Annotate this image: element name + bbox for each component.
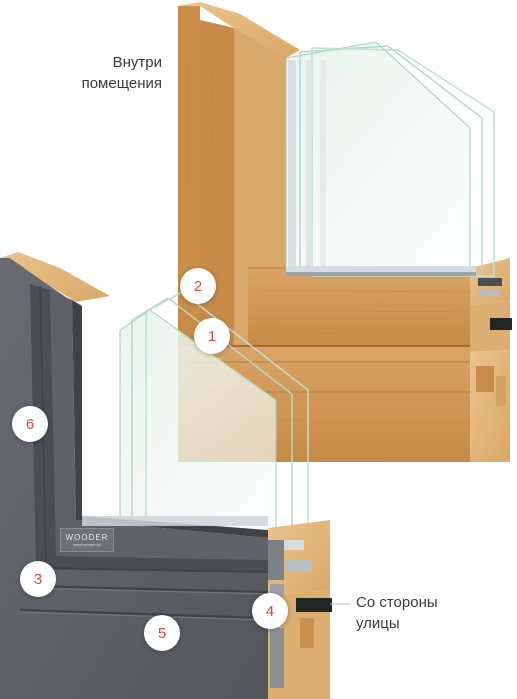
interior-wood-frame <box>178 2 471 462</box>
marker-1-number: 1 <box>207 327 217 345</box>
brand-url: www.wooder.by <box>73 541 101 547</box>
marker-2-number: 2 <box>193 277 203 295</box>
marker-6-number: 6 <box>25 415 35 433</box>
marker-4-number: 4 <box>265 602 275 620</box>
marker-3-number: 3 <box>33 570 43 588</box>
interior-glazing <box>285 41 495 277</box>
inside-room-label: Внутри помещения <box>72 52 162 94</box>
inside-room-label-line1: Внутри <box>112 54 162 71</box>
marker-1[interactable]: 1 <box>194 318 230 354</box>
interior-profile-section <box>470 258 512 462</box>
street-side-label-line2: улицы <box>356 615 400 632</box>
street-side-label-line1: Со стороны <box>356 594 438 611</box>
marker-5[interactable]: 5 <box>144 615 180 651</box>
marker-2[interactable]: 2 <box>180 268 216 304</box>
marker-6[interactable]: 6 <box>12 406 48 442</box>
exterior-glazing <box>119 291 309 557</box>
marker-5-number: 5 <box>157 624 167 642</box>
inside-room-label-line2: помещения <box>81 75 162 92</box>
street-side-label: Со стороны улицы <box>356 592 438 634</box>
marker-4[interactable]: 4 <box>252 593 288 629</box>
marker-3[interactable]: 3 <box>20 561 56 597</box>
brand-name: WOODER <box>65 532 109 542</box>
brand-plate: WOODER www.wooder.by <box>60 528 114 552</box>
